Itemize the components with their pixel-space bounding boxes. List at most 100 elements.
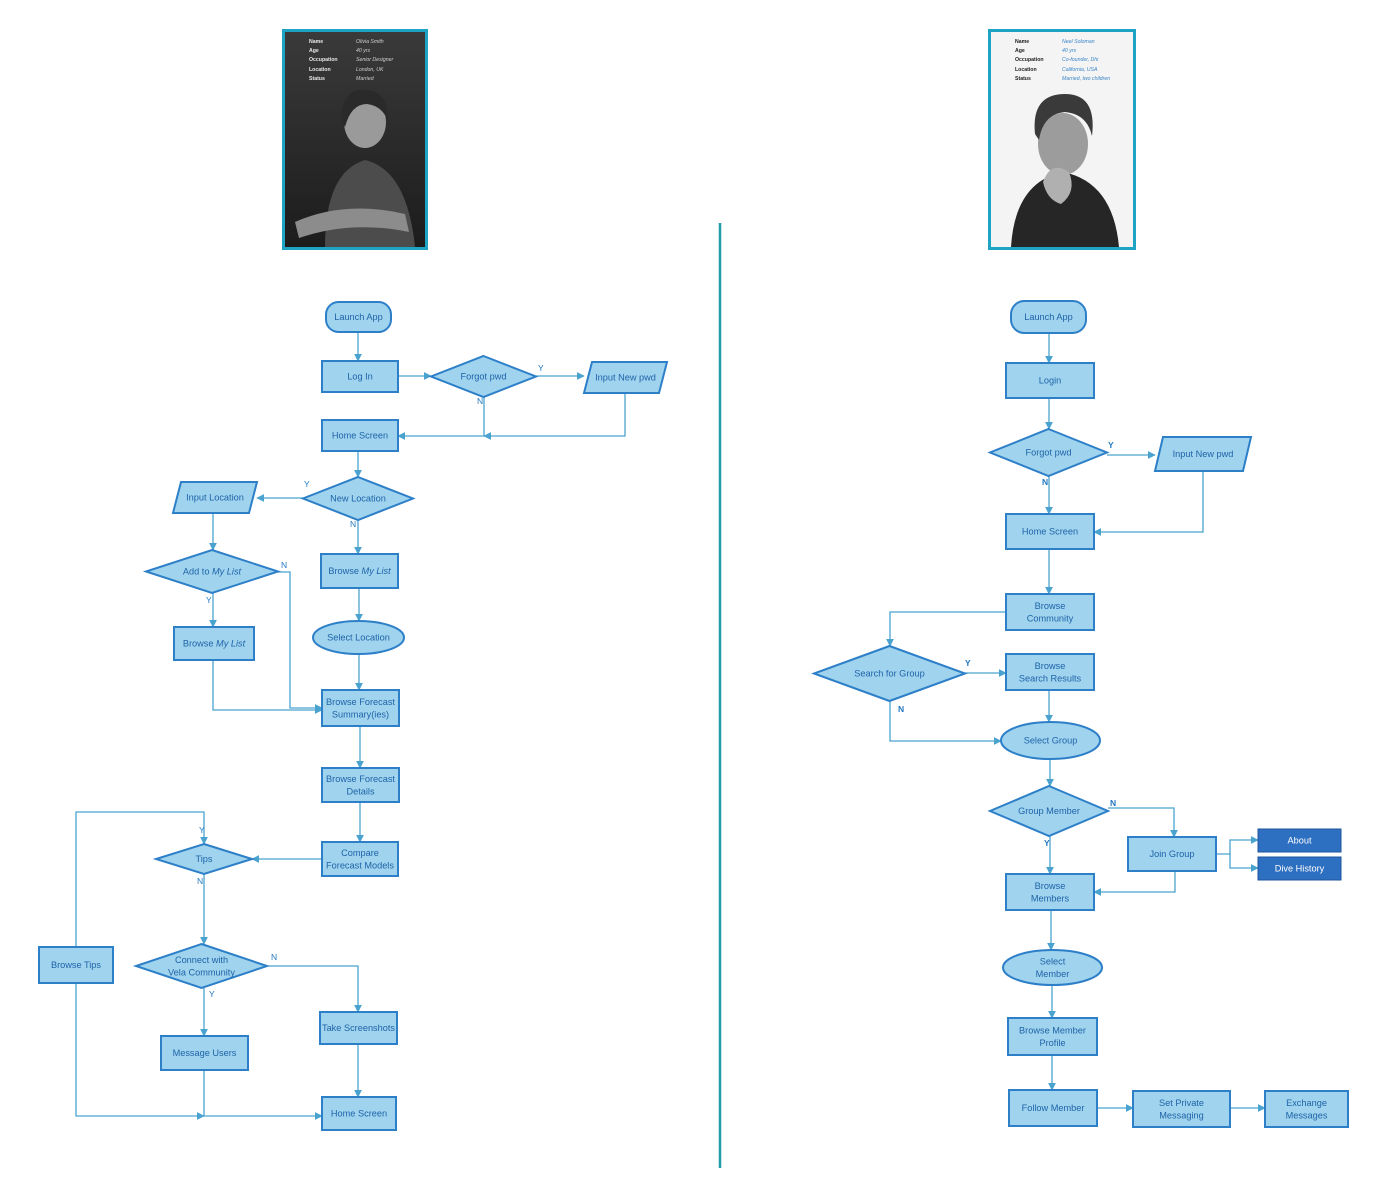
node-label: Select Location (327, 633, 390, 643)
node-label: Login (1039, 376, 1061, 386)
field-key: Status (1015, 75, 1031, 82)
node-shape (1257, 828, 1342, 853)
flow-edge (483, 393, 626, 440)
node-shape (1005, 653, 1095, 691)
node-label: Connect with (175, 955, 228, 965)
node-label: Forgot pwd (1026, 448, 1072, 458)
node-label: Search for Group (854, 669, 924, 679)
node-shape (1005, 873, 1095, 911)
flow-node-r17: Follow Member (1008, 1089, 1098, 1127)
node-shape (321, 841, 399, 877)
flow-node-l8: Add to My List (142, 548, 282, 595)
node-shape (132, 942, 271, 990)
edge-label-y: Y (965, 658, 971, 668)
flow-node-l6: New Location (300, 475, 416, 522)
flow-edge (212, 660, 323, 714)
flow-node-l7: Input Location (171, 481, 259, 514)
edge-label-n: N (477, 396, 483, 406)
field-value: London, UK (356, 66, 384, 73)
flow-node-r11: Join Group (1127, 836, 1217, 872)
node-shape (1153, 436, 1253, 472)
persona-photo (991, 32, 1133, 247)
flow-node-l11: Select Location (312, 620, 405, 655)
field-key: Name (309, 39, 324, 45)
flow-edge (75, 983, 205, 1120)
node-shape (987, 784, 1111, 838)
flow-node-l1: Launch App (325, 301, 392, 333)
node-label: Browse My List (183, 639, 246, 649)
field-key: Age (1015, 48, 1025, 55)
node-label: Browse Forecast (326, 697, 395, 707)
edge-label-y: Y (199, 825, 205, 835)
node-shape (325, 301, 392, 333)
node-label: Set Private (1159, 1098, 1204, 1108)
flow-edge (889, 701, 1002, 745)
node-label: Browse Forecast (326, 774, 395, 784)
flow-edge (1229, 854, 1259, 872)
field-value: Co-founder, Dhi (1062, 57, 1099, 64)
flow-node-r13: Dive History (1257, 856, 1342, 881)
node-shape (1257, 856, 1342, 881)
flow-node-r7: Search for Group (811, 644, 968, 703)
node-label: Browse (1035, 601, 1066, 611)
node-shape (321, 767, 400, 803)
node-label: Take Screenshots (322, 1023, 395, 1033)
flow-node-l4: Input New pwd (582, 361, 669, 394)
flow-edge (886, 611, 1006, 647)
flow-node-l19: Message Users (160, 1035, 249, 1071)
node-label: Join Group (1150, 849, 1195, 859)
node-label: Message Users (173, 1048, 237, 1058)
edge-label-n: N (271, 952, 277, 962)
field-value: Olivia Smith (356, 39, 384, 45)
node-label: Follow Member (1022, 1103, 1085, 1113)
node-shape (1005, 513, 1095, 550)
flow-edge (278, 571, 323, 712)
edge-label-n: N (898, 704, 904, 714)
edge-label-y: Y (1044, 838, 1050, 848)
flow-node-r12: About (1257, 828, 1342, 853)
node-shape (300, 475, 416, 522)
node-shape (319, 1011, 398, 1045)
node-label: Home Screen (331, 1109, 387, 1119)
node-label: Browse Tips (51, 960, 101, 970)
node-label: Browse Member (1019, 1025, 1086, 1035)
node-label: Browse My List (328, 566, 391, 576)
flow-node-l20: Home Screen (321, 1096, 397, 1131)
node-shape (1005, 362, 1095, 399)
edges (75, 332, 1266, 1120)
field-value: Married (356, 75, 374, 82)
node-label: Forecast Models (326, 860, 394, 870)
node-shape (582, 361, 669, 394)
node-label: Member (1036, 969, 1070, 979)
node-label: Community (1027, 613, 1074, 623)
flow-node-l2: Log In (321, 360, 399, 393)
field-key: Name (1015, 39, 1030, 45)
edge-label-n: N (1110, 798, 1116, 808)
node-label: Messages (1286, 1110, 1328, 1120)
node-label: Members (1031, 893, 1070, 903)
node-label: Vela Community (168, 967, 235, 977)
flow-edge (1093, 871, 1176, 896)
flow-edge (267, 965, 362, 1013)
edge-label-y: Y (304, 479, 310, 489)
node-shape (1132, 1090, 1231, 1128)
node-shape (1007, 1017, 1098, 1056)
node-shape (171, 481, 259, 514)
